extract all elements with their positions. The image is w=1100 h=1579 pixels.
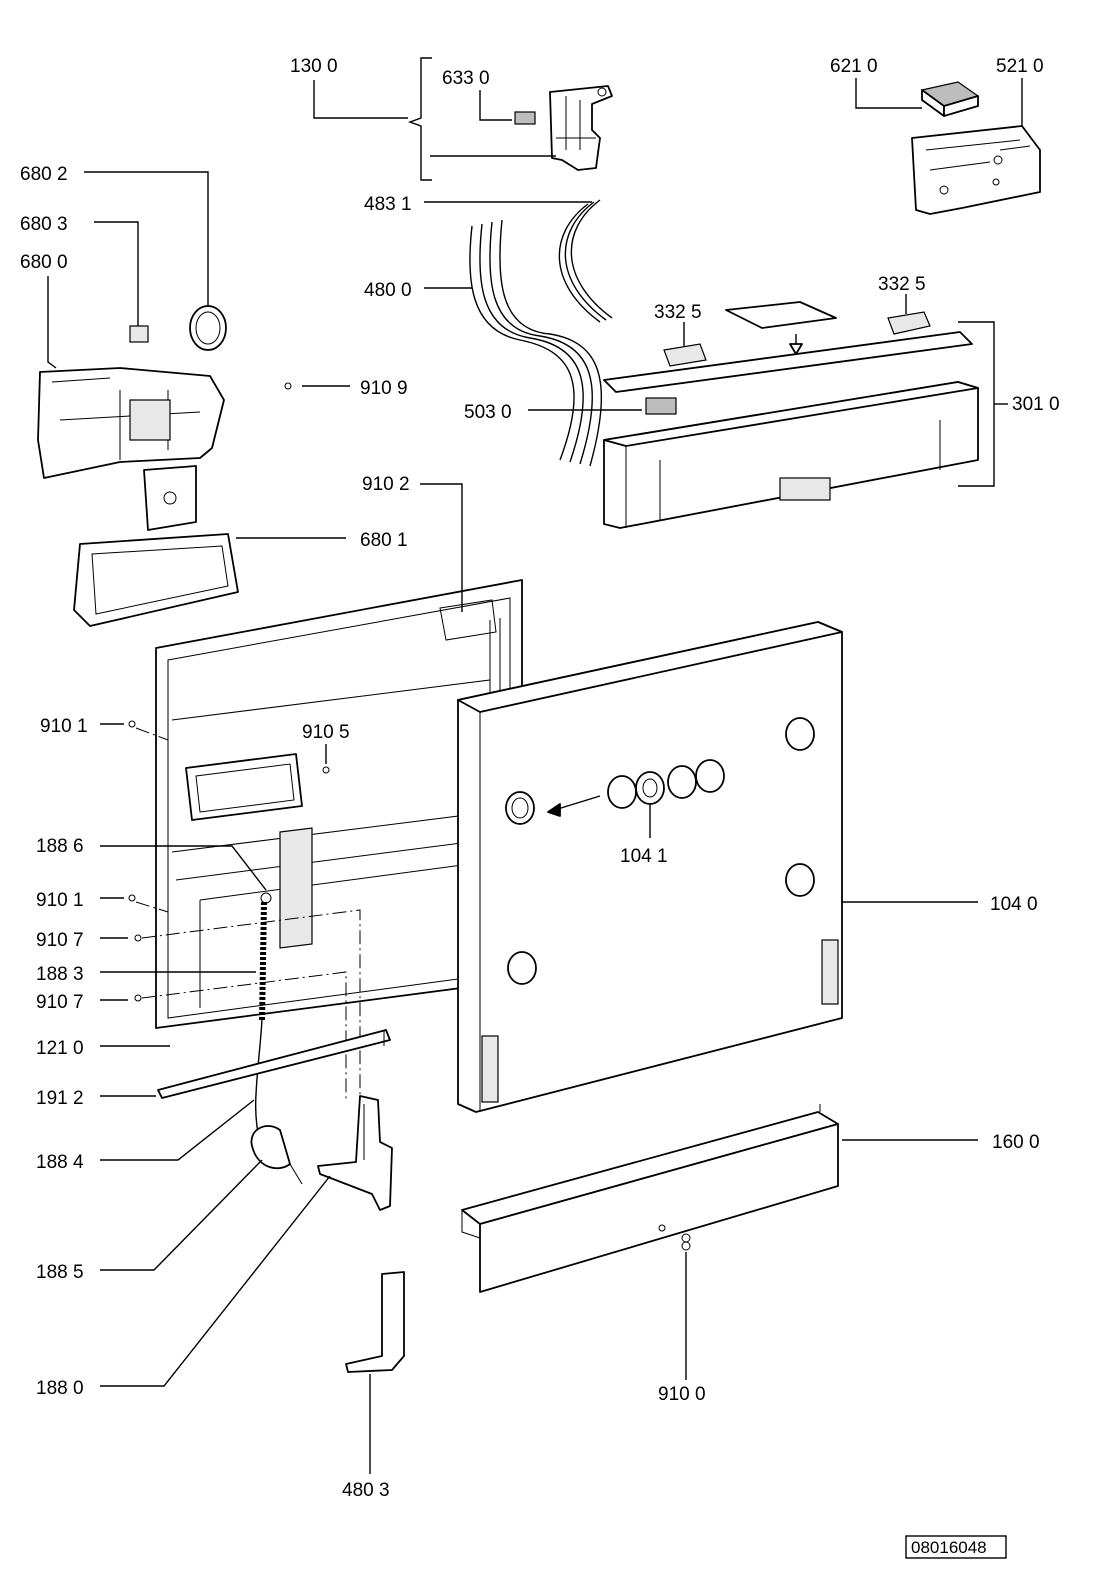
part-680-2-ring xyxy=(189,305,227,351)
part-680-dispenser xyxy=(37,367,225,531)
callout-633-0: 633 0 xyxy=(442,68,490,89)
part-910-7-screw-top xyxy=(134,934,142,942)
part-680-3-clip xyxy=(129,325,149,343)
part-621-module xyxy=(920,81,980,117)
part-483-1-wire xyxy=(558,199,613,323)
callout-910-1-bottom: 910 1 xyxy=(36,890,84,911)
callout-680-3: 680 3 xyxy=(20,214,68,235)
callout-503-0: 503 0 xyxy=(464,402,512,423)
callout-480-3: 480 3 xyxy=(342,1480,390,1501)
document-id-box: 08016048 xyxy=(905,1535,1007,1559)
callout-301-0: 301 0 xyxy=(1012,394,1060,415)
part-188-0-hinge xyxy=(317,1095,393,1211)
callout-680-1: 680 1 xyxy=(360,530,408,551)
part-910-5-screw xyxy=(322,766,330,774)
callout-483-1: 483 1 xyxy=(364,194,412,215)
callout-188-4: 188 4 xyxy=(36,1152,84,1173)
callout-680-2: 680 2 xyxy=(20,164,68,185)
part-332-5-clip-right xyxy=(887,311,931,335)
callout-104-0: 104 0 xyxy=(990,894,1038,915)
part-160-kick-plate xyxy=(461,1104,839,1293)
callout-188-3: 188 3 xyxy=(36,964,84,985)
leader-lines xyxy=(47,78,1023,1474)
callout-191-2: 191 2 xyxy=(36,1088,84,1109)
callout-332-5-left: 332 5 xyxy=(654,302,702,323)
callout-160-0: 160 0 xyxy=(992,1132,1040,1153)
part-910-9-screw xyxy=(284,382,292,390)
callout-680-0: 680 0 xyxy=(20,252,68,273)
part-480-3-l-bracket xyxy=(345,1271,405,1373)
callout-332-5-right: 332 5 xyxy=(878,274,926,295)
callout-121-0: 121 0 xyxy=(36,1038,84,1059)
part-521-control-board xyxy=(911,125,1041,215)
part-188-5-bracket xyxy=(250,1125,303,1185)
callout-910-2: 910 2 xyxy=(362,474,410,495)
callout-188-0: 188 0 xyxy=(36,1378,84,1399)
callout-188-6: 188 6 xyxy=(36,836,84,857)
callout-188-5: 188 5 xyxy=(36,1262,84,1283)
callout-621-0: 621 0 xyxy=(830,56,878,77)
part-910-7-screw-bottom xyxy=(134,994,142,1002)
callout-910-7-top: 910 7 xyxy=(36,930,84,951)
callout-910-5: 910 5 xyxy=(302,722,350,743)
part-910-1-screw-top xyxy=(128,720,136,728)
callout-910-7-bottom: 910 7 xyxy=(36,992,84,1013)
document-id: 08016048 xyxy=(911,1538,987,1557)
callout-labels: 130 0 633 0 621 0 521 0 680 2 680 3 680 … xyxy=(20,56,1060,1501)
part-910-1-screw-bottom xyxy=(128,894,136,902)
part-910-0-screw xyxy=(681,1233,691,1251)
part-680-1-gasket xyxy=(73,533,239,627)
callout-910-1-top: 910 1 xyxy=(40,716,88,737)
part-191-2-rail xyxy=(157,1029,391,1099)
part-480-wire-harness xyxy=(469,219,603,467)
callout-480-0: 480 0 xyxy=(364,280,412,301)
callout-130-0: 130 0 xyxy=(290,56,338,77)
callout-104-1: 104 1 xyxy=(620,846,668,867)
part-301-control-panel xyxy=(603,321,995,529)
callout-910-9: 910 9 xyxy=(360,378,408,399)
part-332-5-clip-left xyxy=(663,343,707,367)
part-104-outer-door xyxy=(457,621,843,1113)
part-130-door-switch-assembly xyxy=(407,57,613,181)
knob-group-104-1 xyxy=(505,717,815,985)
part-label-sticker xyxy=(725,301,837,355)
callout-521-0: 521 0 xyxy=(996,56,1044,77)
callout-910-0: 910 0 xyxy=(658,1384,706,1405)
